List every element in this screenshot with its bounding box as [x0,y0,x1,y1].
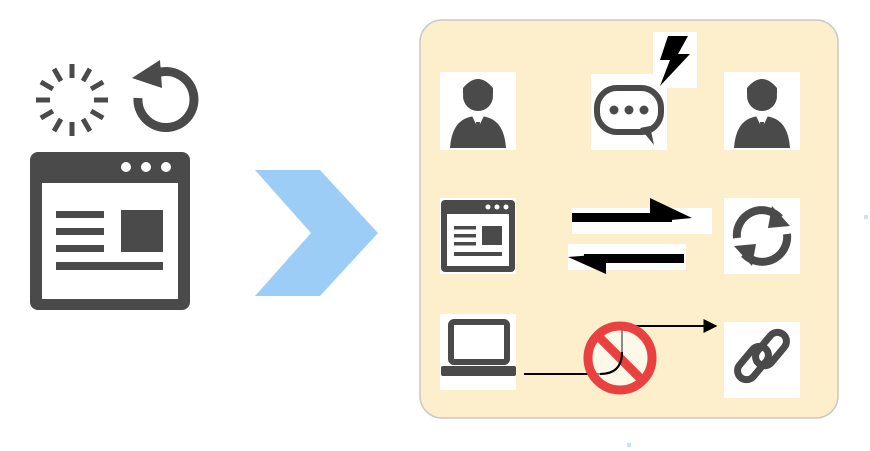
spinner-ray [51,117,64,133]
spinner-ray [89,79,105,92]
speech-bubble-icon [591,74,667,150]
chain-link-icon [724,322,800,398]
decorative-dot [627,443,631,447]
loading-spinner-icon [36,64,108,136]
spinner-ray [51,67,64,83]
laptop-icon [440,314,516,390]
spinner-ray [80,67,93,83]
chevron-right-arrow-icon [255,170,378,296]
lightning-bolt-icon [653,32,697,88]
spinner-ray [80,117,93,133]
browser-window-icon [440,198,516,274]
sync-icon [724,198,800,274]
spinner-ray [89,108,105,121]
decorative-dot [864,215,868,219]
spinner-ray [39,79,55,92]
user-avatar-icon [440,72,516,150]
prohibited-icon [583,321,657,395]
spinner-ray [39,108,55,121]
browser-window-icon [30,152,190,310]
user-avatar-icon [724,72,800,150]
two-way-arrows-icon [568,198,712,274]
reload-icon [132,60,199,132]
